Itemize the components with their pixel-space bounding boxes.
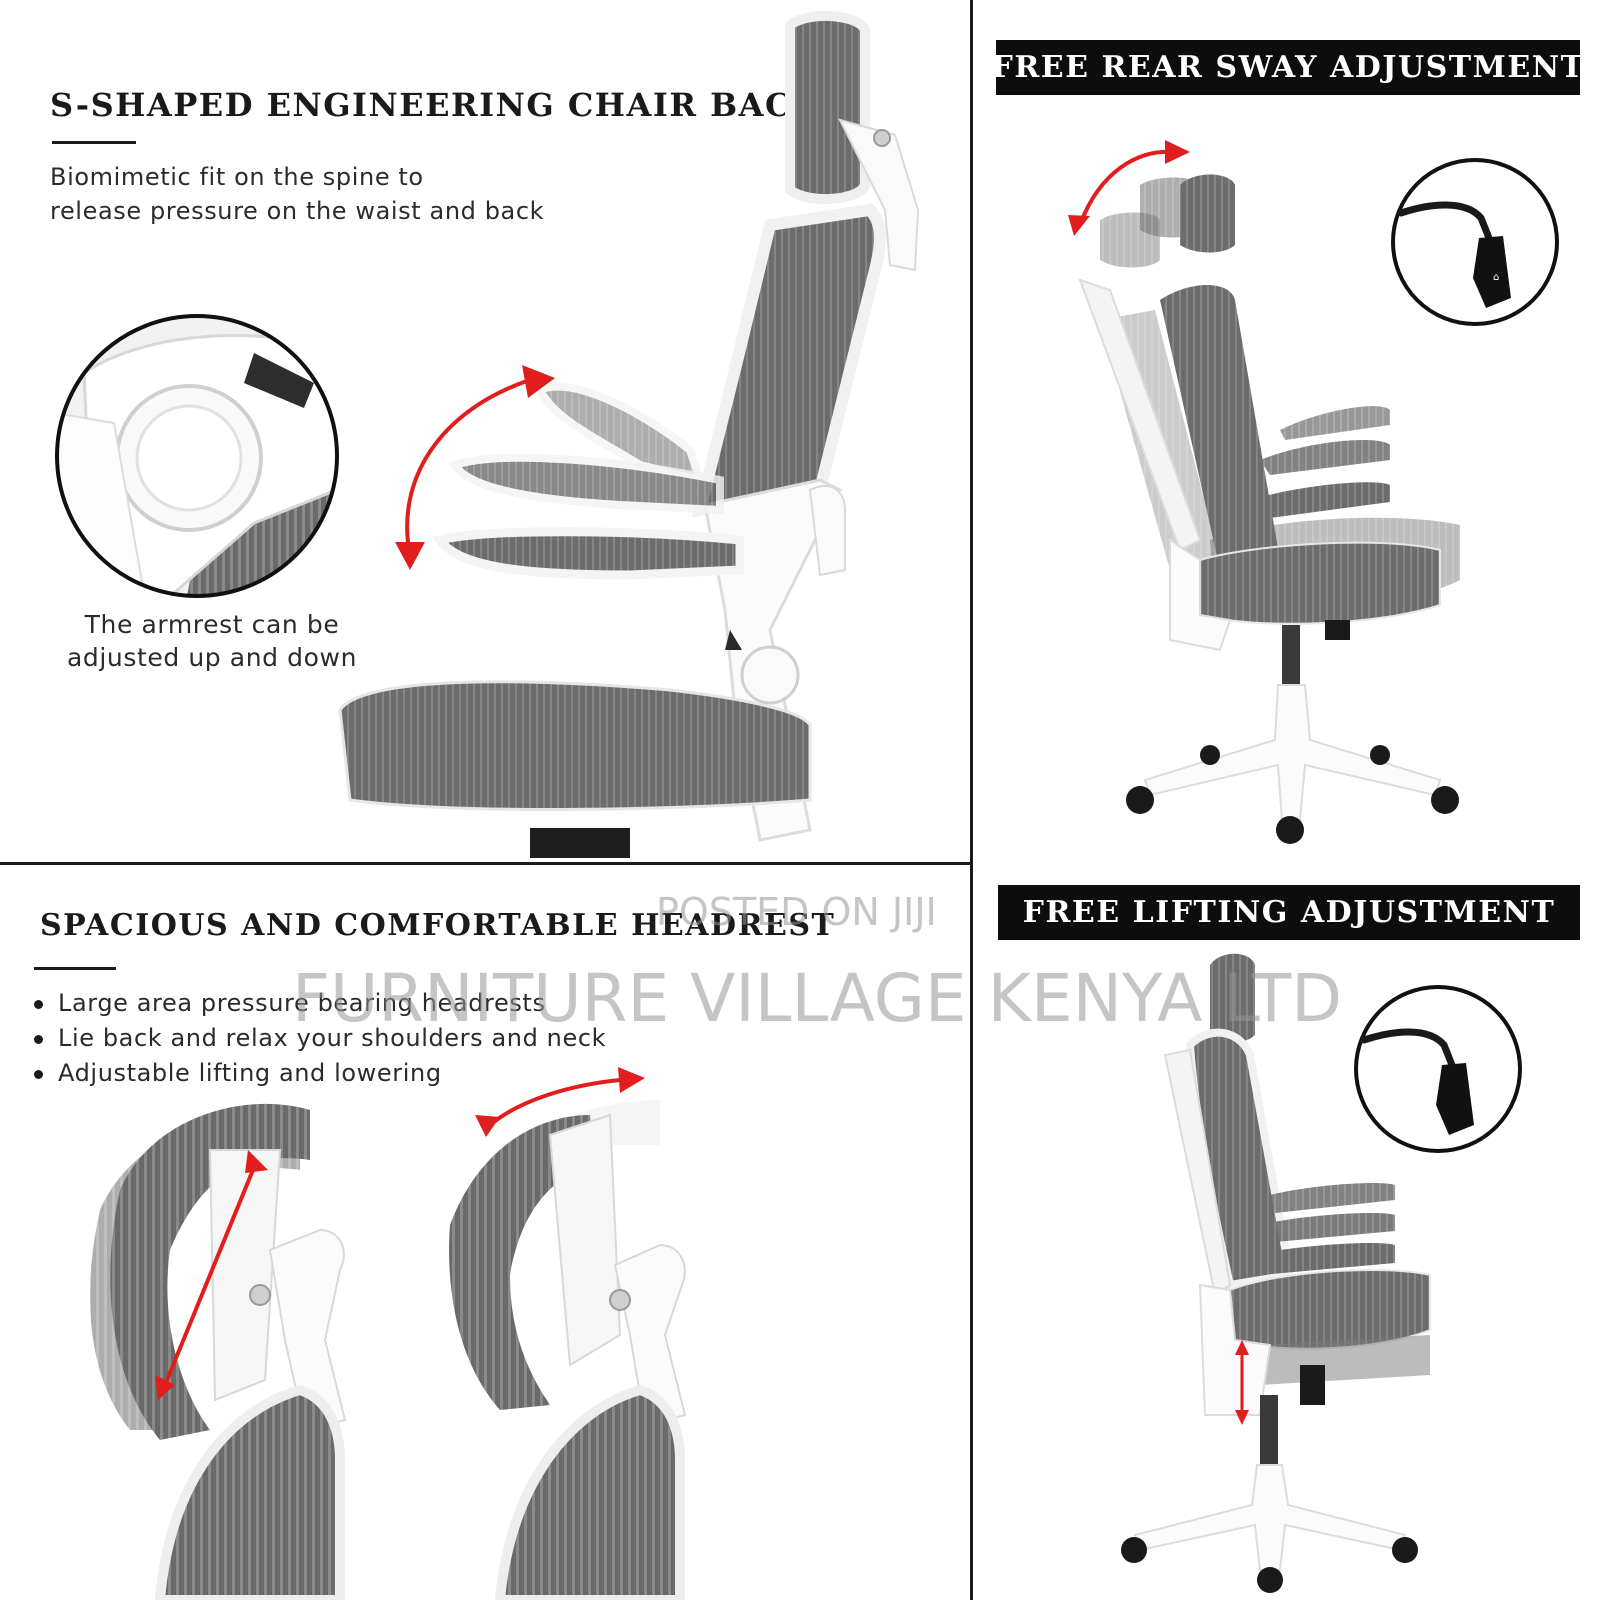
vertical-divider (970, 0, 973, 1600)
headrest-tilt-closeup-image (449, 1067, 687, 1600)
tilt-lever-zoom-image: ⌂ (1391, 158, 1559, 326)
headrest-feature-item: Large area pressure bearing headrests (32, 986, 606, 1021)
armrest-hinge-zoom-image (55, 314, 339, 598)
chair-back-title: S-SHAPED ENGINEERING CHAIR BACK (50, 86, 822, 124)
headrest-feature-item: Lie back and relax your shoulders and ne… (32, 1021, 606, 1056)
lift-lever-zoom-image (1354, 985, 1522, 1153)
headrest-feature-list: Large area pressure bearing headrests Li… (32, 986, 606, 1091)
rear-sway-banner: FREE REAR SWAY ADJUSTMENT (992, 40, 1583, 95)
horizontal-divider-left (0, 862, 972, 865)
chair-back-description-line2: release pressure on the waist and back (50, 197, 545, 225)
lifting-banner: FREE LIFTING ADJUSTMENT (998, 885, 1580, 940)
svg-text:⌂: ⌂ (1493, 272, 1499, 283)
headrest-title-underline (34, 967, 116, 970)
chair-back-title-underline (52, 141, 136, 144)
armrest-caption-line1: The armrest can be (84, 610, 340, 639)
chair-lifting-image (1121, 953, 1431, 1593)
headrest-feature-item: Adjustable lifting and lowering (32, 1056, 606, 1091)
headrest-title: SPACIOUS AND COMFORTABLE HEADREST (40, 908, 836, 943)
headrest-lifting-closeup-image (90, 1103, 347, 1600)
chair-rear-sway-image (1068, 140, 1460, 844)
armrest-caption-line2: adjusted up and down (66, 643, 358, 672)
chair-back-description-line1: Biomimetic fit on the spine to (50, 163, 424, 191)
chair-side-armrest-image (338, 10, 920, 858)
